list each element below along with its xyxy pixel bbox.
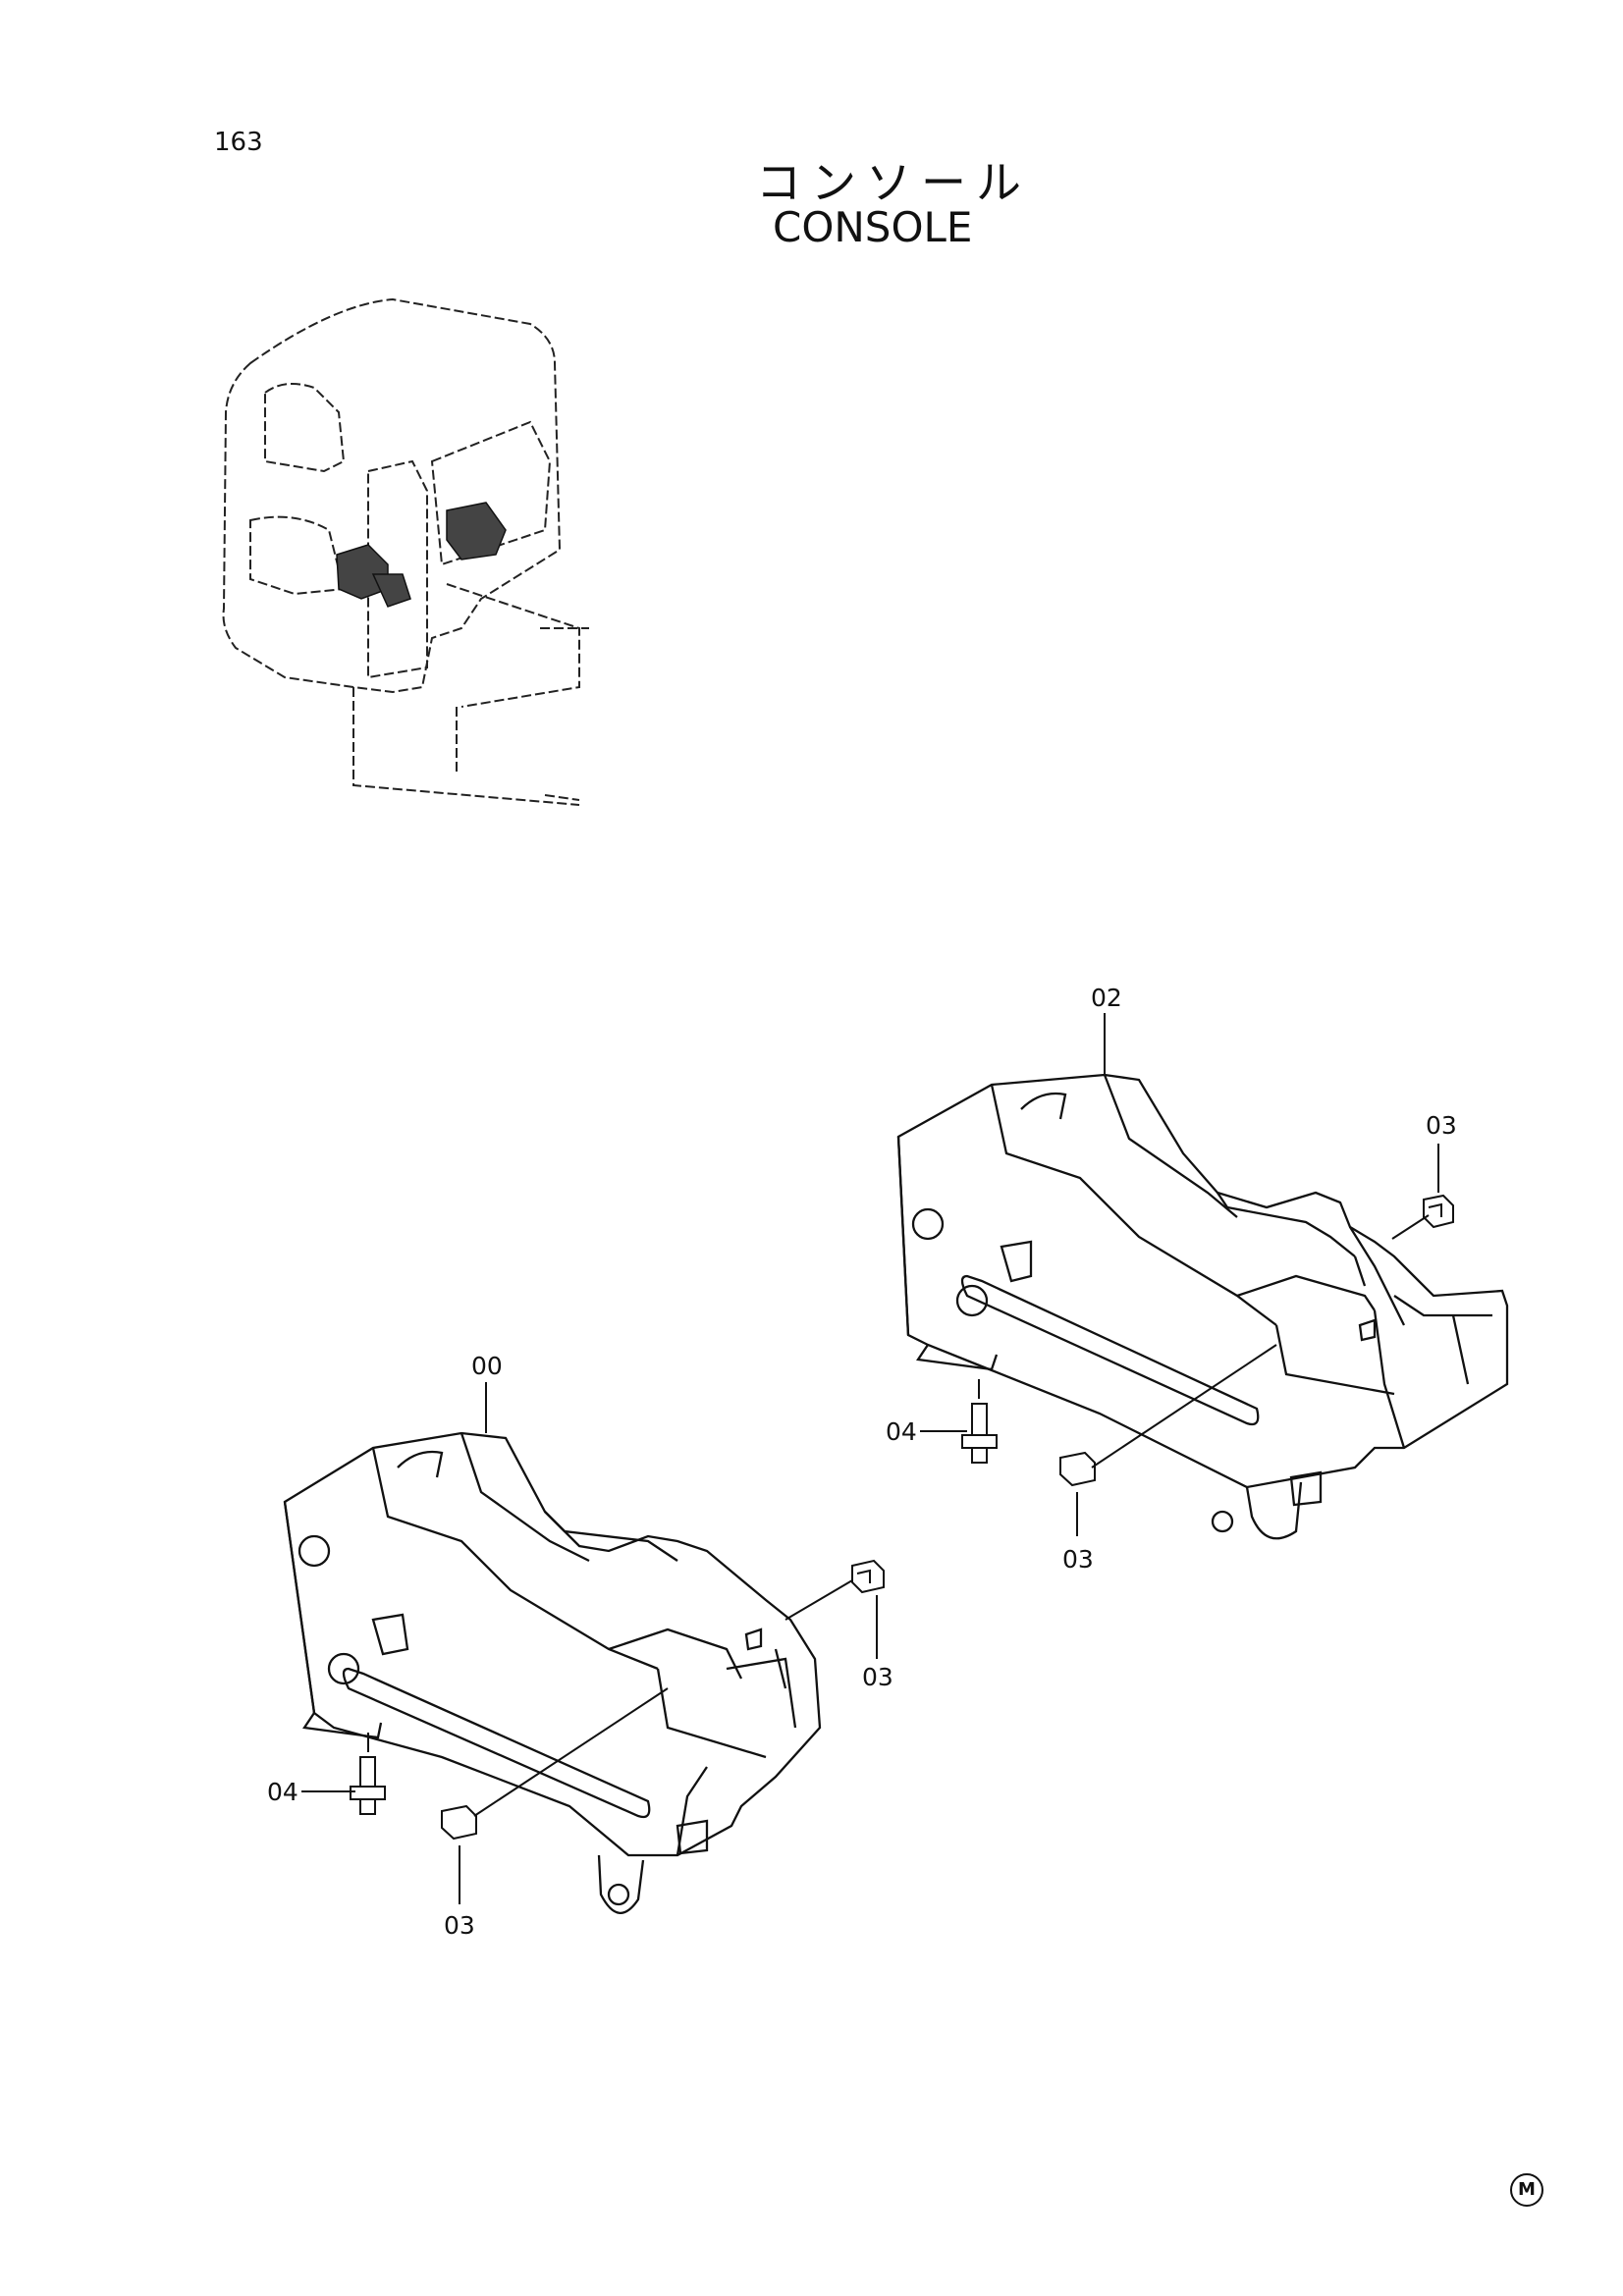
clip-part-03-right-top <box>1423 1194 1454 1229</box>
callout-03-left-bottom: 03 <box>444 1911 475 1940</box>
callout-03-right-bottom: 03 <box>1062 1545 1094 1574</box>
callout-04-left: 04 <box>267 1778 298 1806</box>
console-left <box>283 1431 822 1914</box>
clip-part-03-right-bottom <box>1059 1451 1096 1487</box>
cab-location-illustration <box>222 297 589 806</box>
leader-lines <box>301 1013 1439 1904</box>
maker-mark-icon: M <box>1510 2173 1543 2207</box>
page-number: 163 <box>214 128 263 157</box>
callout-03-right-top: 03 <box>1426 1111 1457 1140</box>
callout-02: 02 <box>1091 984 1122 1012</box>
clip-part-03-left-bottom <box>441 1804 477 1841</box>
clip-part-03-left-top <box>851 1559 885 1594</box>
bolt-part-04-left <box>350 1756 386 1815</box>
callout-00: 00 <box>471 1352 503 1380</box>
page-title: CONSOLE <box>773 203 973 251</box>
callout-03-left-top: 03 <box>862 1663 893 1691</box>
highlighted-consoles <box>336 502 507 608</box>
page-title-japanese: コンソール <box>756 156 1031 209</box>
console-right <box>896 1073 1509 1540</box>
bolt-part-04-right <box>961 1403 998 1464</box>
callout-04-right: 04 <box>886 1417 917 1446</box>
